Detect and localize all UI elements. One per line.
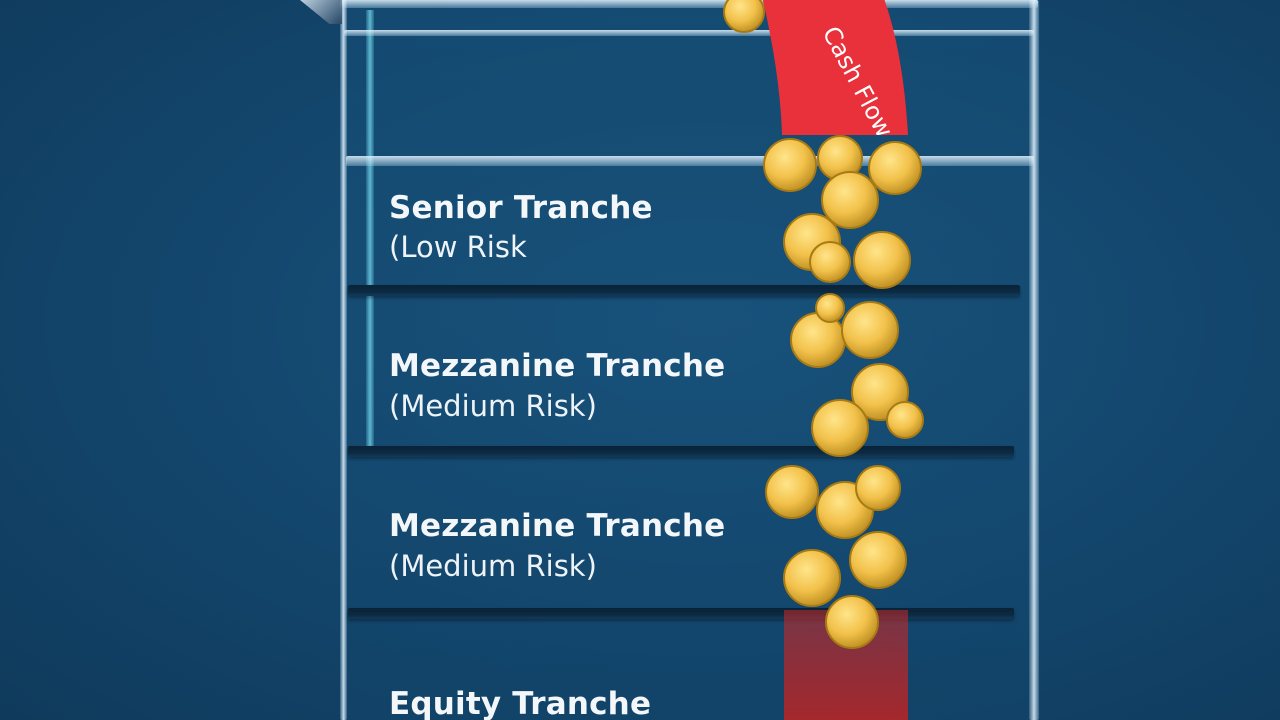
coin-icon bbox=[853, 231, 911, 289]
coin-icon bbox=[765, 465, 819, 519]
coin-icon bbox=[723, 0, 765, 33]
coin-icon bbox=[825, 595, 879, 649]
cash-flow-ribbon: Cash Flow bbox=[752, 0, 912, 135]
coin-icon bbox=[815, 293, 845, 323]
coin-icon bbox=[868, 141, 922, 195]
coin-icon bbox=[841, 301, 899, 359]
glass-top-rim-lower bbox=[344, 30, 1034, 36]
glass-right-edge bbox=[1029, 0, 1039, 720]
tranche-senior-name: Senior Tranche bbox=[389, 190, 653, 226]
coin-icon bbox=[886, 401, 924, 439]
coin-icon bbox=[849, 531, 907, 589]
glass-inner-highlight bbox=[366, 10, 374, 450]
coin-icon bbox=[783, 549, 841, 607]
tranche-mezzanine-risk-2: (Medium Risk) bbox=[389, 549, 597, 583]
tranche-mezzanine-name-2: Mezzanine Tranche bbox=[389, 508, 726, 544]
tranche-mezzanine-risk-1: (Medium Risk) bbox=[389, 389, 597, 423]
glass-left-edge bbox=[340, 0, 347, 720]
shelf-divider-2 bbox=[348, 446, 1014, 457]
coin-icon bbox=[763, 138, 817, 192]
container-back-wall bbox=[340, 0, 1040, 720]
coin-icon bbox=[809, 241, 851, 283]
coin-icon bbox=[821, 171, 879, 229]
coin-icon bbox=[811, 399, 869, 457]
glass-top-rim bbox=[340, 0, 1038, 8]
coin-icon bbox=[855, 465, 901, 511]
tranche-senior-risk: (Low Risk bbox=[389, 230, 527, 264]
ribbon-shape bbox=[762, 0, 908, 135]
glass-lid-edge bbox=[346, 156, 1034, 166]
tranche-equity-name: Equity Tranche bbox=[389, 686, 652, 720]
shelf-divider-1 bbox=[348, 285, 1020, 296]
tranche-mezzanine-name-1: Mezzanine Tranche bbox=[389, 348, 726, 384]
shelf-divider-3 bbox=[348, 608, 1014, 619]
